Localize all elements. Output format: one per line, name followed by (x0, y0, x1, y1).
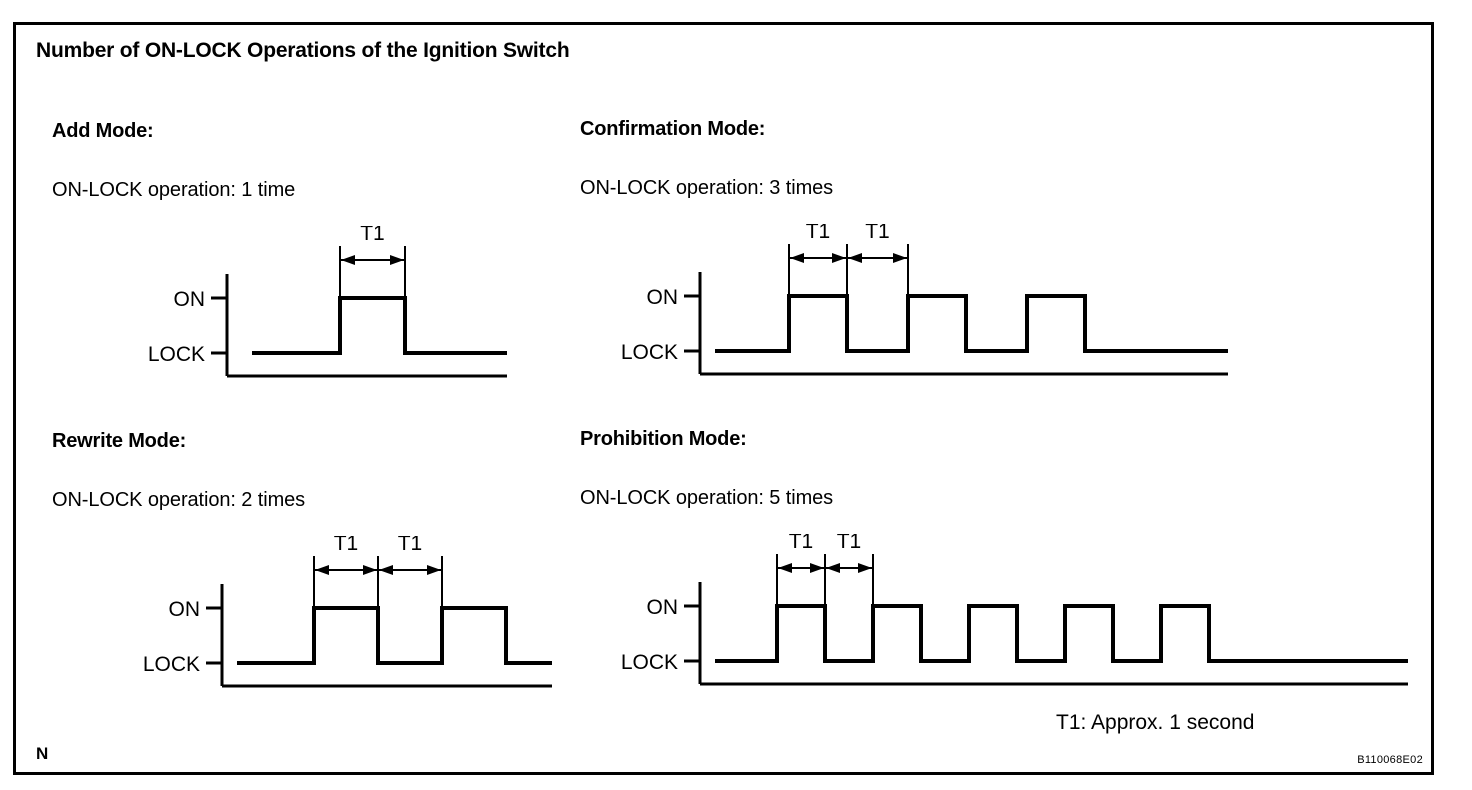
panel-prohibition-mode: Prohibition Mode: ON-LOCK operation: 5 t… (580, 428, 1420, 709)
panel-add-mode: Add Mode: ON-LOCK operation: 1 time ON LO… (52, 120, 512, 401)
figure-title: Number of ON-LOCK Operations of the Igni… (36, 39, 570, 62)
waveform-trace (715, 604, 1408, 663)
dimension-label-t1: T1 (865, 224, 890, 243)
waveform-rewrite-mode: ON LOCK T1 T1 (52, 532, 562, 711)
dimension-arrowhead-right (858, 563, 872, 573)
panel-heading-prohibition-mode: Prohibition Mode: (580, 428, 747, 450)
dimension-arrowhead-left (379, 565, 393, 575)
axis-label-on: ON (174, 288, 206, 311)
dimension-arrowhead-right (893, 253, 907, 263)
dimension-arrowhead-right (832, 253, 846, 263)
panel-heading-rewrite-mode: Rewrite Mode: (52, 430, 187, 452)
dimension-arrowhead-right (390, 255, 404, 265)
dimension-arrowhead-right (363, 565, 377, 575)
waveform-svg: ON LOCK T1 T1 (621, 530, 1408, 686)
panel-rewrite-mode: Rewrite Mode: ON-LOCK operation: 2 times… (52, 430, 562, 711)
dimension-label-t1: T1 (789, 534, 814, 553)
panel-subtitle-confirmation-mode: ON-LOCK operation: 3 times (580, 177, 834, 199)
dimension-arrowhead-left (341, 255, 355, 265)
panel-subtitle-rewrite-mode: ON-LOCK operation: 2 times (52, 489, 306, 511)
dimension-label-t1: T1 (837, 534, 862, 553)
waveform-trace (715, 294, 1228, 353)
footnote-t1: T1: Approx. 1 second (1056, 711, 1255, 734)
corner-mark: N (36, 744, 49, 763)
axis-label-lock: LOCK (621, 341, 678, 364)
figure-frame: Number of ON-LOCK Operations of the Igni… (13, 22, 1434, 775)
waveform-svg: ON LOCK T1 T1 (621, 220, 1228, 376)
waveform-trace (252, 296, 507, 355)
waveform-confirmation-mode: ON LOCK T1 T1 (580, 220, 1240, 399)
axis-label-on: ON (647, 286, 679, 309)
dimension-label-t1: T1 (334, 536, 359, 555)
panel-confirmation-mode: Confirmation Mode: ON-LOCK operation: 3 … (580, 118, 1240, 399)
axis-label-lock: LOCK (621, 651, 678, 674)
dimension-arrowhead-right (810, 563, 824, 573)
waveform-add-mode: ON LOCK T1 (52, 222, 512, 401)
dimension-label-t1: T1 (360, 226, 385, 245)
axis-label-on: ON (647, 596, 679, 619)
dimension-arrowhead-left (848, 253, 862, 263)
axis-label-lock: LOCK (143, 653, 200, 676)
waveform-trace (237, 606, 552, 665)
dimension-arrowhead-left (826, 563, 840, 573)
axis-label-lock: LOCK (148, 343, 205, 366)
waveform-svg: ON LOCK T1 T1 (143, 532, 552, 688)
waveform-svg: ON LOCK T1 (148, 222, 507, 378)
dimension-label-t1: T1 (398, 536, 423, 555)
panel-subtitle-add-mode: ON-LOCK operation: 1 time (52, 179, 296, 201)
waveform-prohibition-mode: ON LOCK T1 T1 (580, 530, 1420, 709)
panel-subtitle-prohibition-mode: ON-LOCK operation: 5 times (580, 487, 834, 509)
dimension-arrowhead-left (790, 253, 804, 263)
figure-code: B110068E02 (1357, 754, 1423, 766)
panel-heading-add-mode: Add Mode: (52, 120, 154, 142)
dimension-arrowhead-left (778, 563, 792, 573)
dimension-arrowhead-right (427, 565, 441, 575)
panel-heading-confirmation-mode: Confirmation Mode: (580, 118, 766, 140)
dimension-label-t1: T1 (806, 224, 831, 243)
axis-label-on: ON (169, 598, 201, 621)
dimension-arrowhead-left (315, 565, 329, 575)
